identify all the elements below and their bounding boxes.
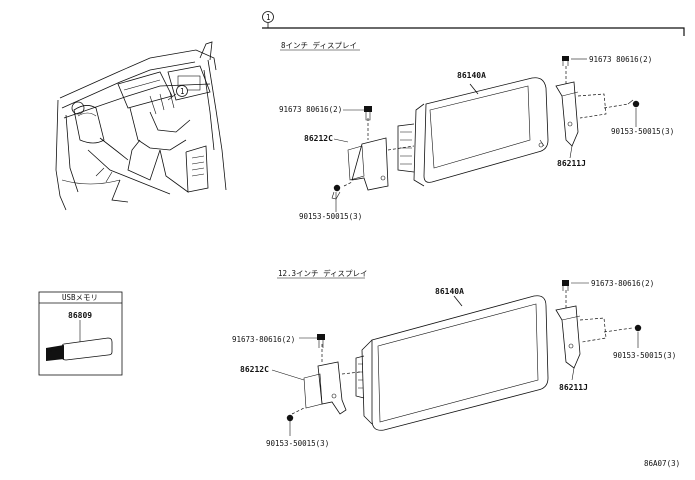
part-label-bolt-top-left: 91673 80616(2) bbox=[279, 105, 342, 114]
part-label-display-8inch: 86140A bbox=[457, 71, 486, 80]
usb-stick-icon bbox=[46, 337, 113, 361]
part-label-bolt-bottom-right: 91673-80616(2) bbox=[591, 279, 654, 288]
bolt-icon-bottom-left bbox=[317, 334, 325, 348]
screw-icon-top-left bbox=[331, 184, 341, 200]
screw-icon-bottom-right bbox=[634, 324, 642, 348]
part-label-screw-top-left: 90153-50015(3) bbox=[299, 212, 362, 221]
bolt-icon-bottom-right bbox=[562, 280, 569, 291]
diagram-reference-code: 86A07(3) bbox=[644, 459, 680, 468]
callout-circle-header bbox=[262, 11, 274, 23]
bracket-left-12inch bbox=[291, 344, 361, 415]
part-label-display-12inch: 86140A bbox=[435, 287, 464, 296]
screw-icon-bottom-left bbox=[286, 414, 294, 436]
callout-number-header: 1 bbox=[266, 13, 271, 22]
bracket-left-8inch bbox=[343, 118, 415, 191]
part-label-bracket-top-right: 86211J bbox=[557, 159, 586, 168]
part-label-usb: 86809 bbox=[68, 311, 92, 320]
usb-section-title: USBメモリ bbox=[62, 293, 98, 302]
section-title-8inch: 8インチ ディスプレイ bbox=[281, 40, 357, 50]
part-label-bolt-top-right: 91673 80616(2) bbox=[589, 55, 652, 64]
bolt-icon-top-left bbox=[364, 106, 372, 121]
callout-number-overview: 1 bbox=[180, 87, 185, 96]
display-8inch-unit bbox=[397, 77, 549, 187]
part-label-screw-bottom-right: 90153-50015(3) bbox=[613, 351, 676, 360]
section-frame-bottom: 12.3インチ ディスプレイ bbox=[277, 268, 368, 279]
section-title-12inch: 12.3インチ ディスプレイ bbox=[278, 268, 368, 278]
dashboard-overview-illustration: 1 bbox=[55, 41, 227, 211]
part-label-screw-bottom-left: 90153-50015(3) bbox=[266, 439, 329, 448]
part-label-bracket-bottom-right: 86211J bbox=[559, 383, 588, 392]
part-label-bracket-bottom-left: 86212C bbox=[240, 365, 269, 374]
part-label-bracket-top-left: 86212C bbox=[304, 134, 333, 143]
display-12inch-unit bbox=[355, 295, 549, 431]
screw-icon-top-right bbox=[627, 99, 640, 108]
part-label-screw-top-right: 90153-50015(3) bbox=[611, 127, 674, 136]
section-frame-top: 1 8インチ ディスプレイ bbox=[262, 11, 685, 51]
callout-circle-overview bbox=[176, 85, 188, 97]
part-label-bolt-bottom-left: 91673-80616(2) bbox=[232, 335, 295, 344]
usb-memory-box: USBメモリ 86809 bbox=[38, 291, 123, 376]
bolt-icon-top-right bbox=[562, 56, 569, 66]
